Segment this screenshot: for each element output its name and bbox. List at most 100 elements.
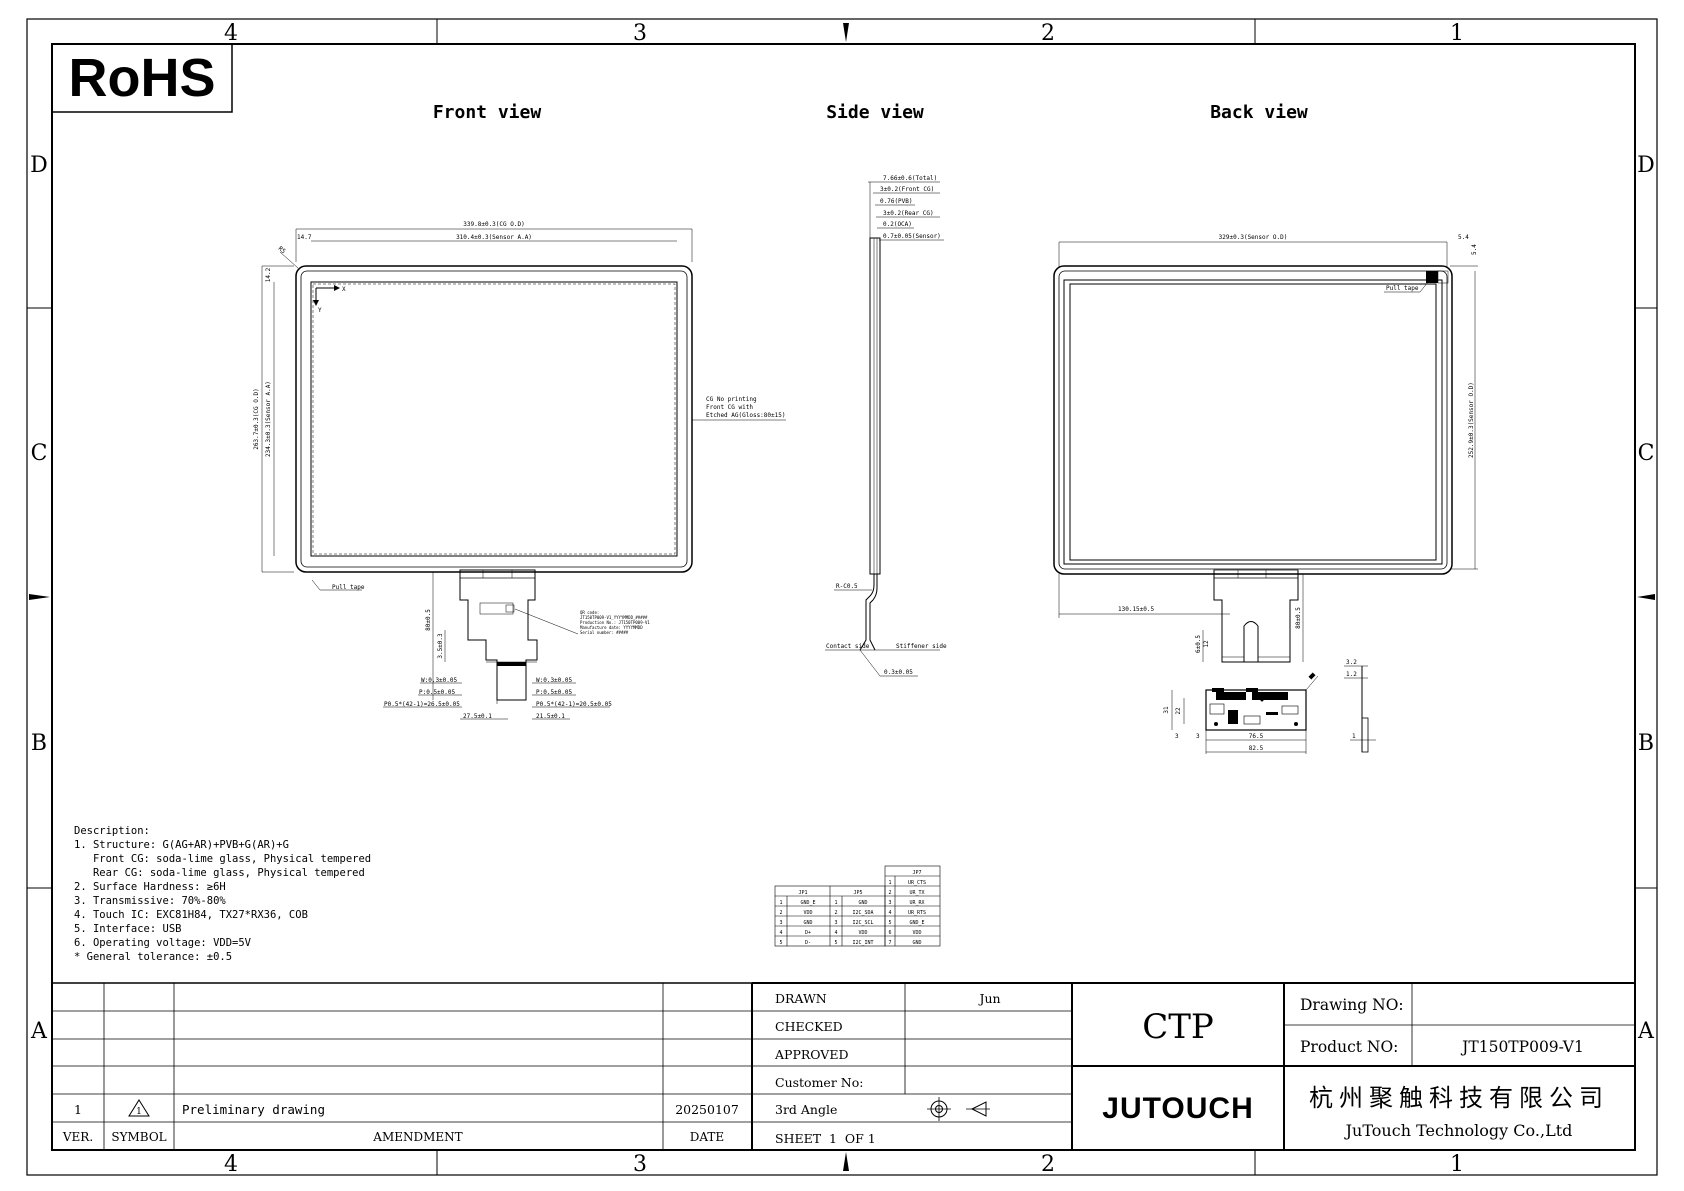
revision-header-symbol: SYMBOL [111,1130,166,1144]
front-tail-w-left: 27.5±0.1 [463,713,492,720]
zone-row-label: D [1637,153,1655,178]
jp5-signal: GND [858,900,867,906]
zone-labels: 4 3 2 1 4 3 2 1 D C B A D C B A [30,21,1655,1177]
revision-header-amendment: AMENDMENT [372,1130,462,1144]
svg-text:JUTOUCH: JUTOUCH [1102,1092,1253,1125]
front-w-right: W:0.3±0.05 [536,677,573,684]
back-pcb-offset: 3 [1196,733,1200,740]
back-pcb-offset-2: 3 [1175,733,1179,740]
revision-amendment: Preliminary drawing [182,1102,325,1117]
jp1-pin: 2 [779,910,782,916]
product-no-label: Product NO: [1300,1038,1398,1056]
jp1-pin: 5 [779,940,782,946]
front-tail-stiffener: 3.5±0.3 [437,633,444,659]
jp1-signal: VDD [803,910,812,916]
jp7-signal: GND [912,940,921,946]
jp5-title: JP5 [853,890,862,896]
side-fpc-thickness: 0.3±0.05 [884,669,913,676]
description-line: 6. Operating voltage: VDD=5V [74,937,252,949]
jp7-pin: 5 [888,920,891,926]
jp5-pin: 4 [834,930,837,936]
side-pvb: 0.76(PVB) [880,198,913,205]
product-no-value: JT150TP009-V1 [1460,1038,1584,1056]
company-name-en: JuTouch Technology Co.,Ltd [1344,1121,1573,1140]
sheet-label: SHEET 1 OF 1 [775,1131,876,1146]
side-view: 7.66±0.6(Total) 3±0.2(Front CG) 0.76(PVB… [825,175,947,677]
svg-text:X: X [342,286,346,293]
zone-col-label: 1 [1450,21,1464,46]
zone-row-label: C [1638,441,1655,466]
front-cg-note-3: Etched AG(Gloss:80±15) [706,412,785,419]
zone-row-label: B [1638,731,1654,756]
jp5-pin: 1 [834,900,837,906]
jp1-pin: 4 [779,930,782,936]
front-corner-radius: R5 [277,245,287,255]
rohs-label: RoHS [69,48,216,108]
approved-label: APPROVED [774,1047,848,1062]
front-sensor-height: 234.3±0.3(Sensor A.A) [265,381,272,457]
back-stiffener-height: 6±0.5 [1195,635,1202,653]
revision-header-date: DATE [690,1130,724,1144]
jp1-pin: 1 [779,900,782,906]
back-pcb-width-2: 82.5 [1249,745,1264,752]
side-oca: 0.2(OCA) [883,221,912,228]
jp5-pin: 2 [834,910,837,916]
jp1-title: JP1 [798,890,807,896]
jp7-signal: GND_E [909,920,924,926]
description-line: Description: [74,825,150,837]
customer-label: Customer No: [775,1075,863,1090]
jp7-pin: 7 [888,940,891,946]
front-pull-tape: Pull tape [332,584,365,591]
front-qr-note-4: Manufacture date: YYYYMMDD [580,625,643,630]
third-angle-projection-icon [927,1097,990,1121]
front-w-left: W:0.3±0.05 [421,677,458,684]
side-rear-cg: 3±0.2(Rear CG) [883,210,934,217]
side-total: 7.66±0.6(Total) [883,175,937,182]
zone-row-label: D [30,153,48,178]
side-front-cg: 3±0.2(Front CG) [880,186,934,193]
jp5-pin: 5 [834,940,837,946]
warning-triangle-icon: 1 [128,1099,150,1117]
zone-col-label: 4 [224,1152,238,1177]
front-qr-note-1: QR code: [580,610,599,615]
jp7-pin: 2 [888,890,891,896]
front-sensor-width: 310.4±0.3(Sensor A.A) [456,234,532,241]
side-view-title: Side view [826,102,924,123]
jp1-signal: GND [803,920,812,926]
front-p-left: P:0.5±0.05 [419,689,456,696]
back-tail-length: 80±0.5 [1295,607,1302,629]
front-tail-length: 80±0.5 [425,609,432,631]
revision-date: 20250107 [675,1102,739,1117]
back-sensor-width: 329±0.3(Sensor O.D) [1219,234,1288,241]
drawn-value: Jun [977,991,1000,1006]
back-pcb-height: 31 [1163,706,1170,714]
side-stiffener-label: Stiffener side [896,643,947,650]
back-tail-position: 130.15±0.5 [1118,606,1155,613]
back-pcb-height-2: 22 [1175,707,1182,715]
zone-row-label: A [30,1019,48,1044]
front-overall-height: 263.7±0.3(CG O.D) [253,388,260,449]
jp1-pin: 3 [779,920,782,926]
front-view: X Y 339.8±0.3(CG O.D) 310.4±0.3(Sensor A… [253,221,786,720]
front-p-right: P:0.5±0.05 [536,689,573,696]
jp7-pin: 4 [888,910,891,916]
jp5-signal: I2C_SDA [852,910,873,916]
jp5-signal: I2C_SCL [852,920,873,926]
side-contact-label: Contact side [826,643,870,650]
company-name-cn: 杭州聚触科技有限公司 [1309,1084,1609,1112]
jp7-pin: 6 [888,930,891,936]
jp7-signal: UR_RX [909,900,924,906]
jp5-signal: VDD [858,930,867,936]
back-view-title: Back view [1210,102,1308,123]
jp1-signal: D- [805,940,811,946]
jp7-signal: UR_TX [909,890,924,896]
drawing-title: CTP [1142,1007,1214,1047]
jp7-signal: UR_RTS [908,910,926,916]
zone-col-label: 3 [633,1152,647,1177]
zone-col-label: 4 [224,21,238,46]
zone-row-label: A [1637,1019,1655,1044]
svg-text:1: 1 [136,1107,142,1117]
drawn-label: DRAWN [775,991,827,1006]
signoff-block: DRAWN Jun CHECKED APPROVED Customer No: … [752,982,1635,1150]
